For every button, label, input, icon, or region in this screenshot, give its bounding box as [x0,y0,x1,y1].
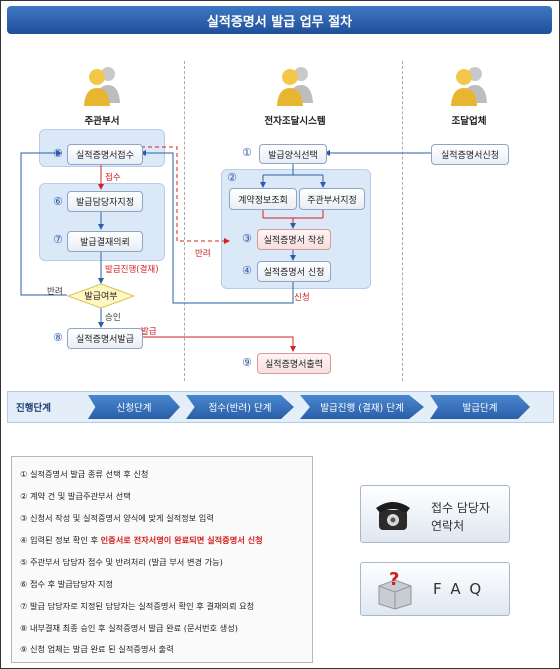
telephone-icon [376,502,410,530]
step-number: ⑤ [53,147,63,160]
actor-label: 전자조달시스템 [264,116,326,127]
step-item: ⑨ 신청 업체는 발급 완료 된 실적증명서 출력 [20,644,174,654]
people-icon [84,67,120,106]
stage-issue: 발급단계 [430,395,530,419]
step-item: ⑦ 발급 담당자로 지정된 담당자는 실적증명서 확인 후 결재의뢰 요청 [20,601,255,611]
faq-label: F A Q [433,580,484,598]
stage-apply: 신청단계 [88,395,180,419]
actor-company: 조달업체 [429,63,509,127]
contact-button[interactable]: 접수 담당자 연락처 [360,485,510,543]
question-box-icon: ? [378,569,412,610]
actor-dept: 주관부서 [62,63,142,127]
step-number: ④ [242,264,252,277]
stage-receive: 접수(반려) 단계 [186,395,294,419]
step-number: ⑨ [242,356,252,369]
step-number: ③ [242,232,252,245]
step-item: ④ 입력된 정보 확인 후 인증서로 전자서명이 완료되면 실적증명서 신청 [20,534,263,546]
faq-button[interactable]: ? F A Q [360,562,510,616]
people-icon [451,67,487,106]
actor-label: 조달업체 [451,116,487,127]
node-approval-request[interactable]: 발급결재의뢰 [67,231,143,252]
stage-title: 진행단계 [16,403,51,414]
step-item: ① 실적증명서 발급 종류 선택 후 신청 [20,469,149,479]
step-number: ⑦ [53,233,63,246]
node-submit[interactable]: 실적증명서 신청 [257,261,331,282]
step-text: ④ 입력된 정보 확인 후 [20,535,101,545]
stage-progress: 발급진행 (결재) 단계 [300,395,424,419]
step-number: ⑥ [53,195,63,208]
decision-diamond: 발급여부 [66,283,136,309]
svg-text:?: ? [389,569,399,590]
page-title: 실적증명서 발급 업무 절차 [7,6,552,34]
label-progress: 발급진행(결재) [105,265,159,275]
node-assign[interactable]: 발급담당자지정 [67,191,143,212]
lane-divider [184,61,185,381]
label-reject-dashed: 반려 [195,249,211,259]
node-select-form[interactable]: 발급양식선택 [259,144,327,164]
label-issue: 발급 [141,327,157,337]
step-item: ⑥ 접수 후 발급담당자 지정 [20,579,114,589]
actor-system: 전자조달시스템 [255,63,335,127]
node-contract-lookup[interactable]: 계약정보조회 [229,188,297,210]
label-reject: 반려 [47,287,63,297]
step-number: ② [227,171,237,184]
step-number: ⑧ [53,331,63,344]
stage-bar: 진행단계 신청단계 접수(반려) 단계 발급진행 (결재) 단계 발급단계 [7,391,554,423]
contact-line2: 연락처 [431,519,465,533]
actor-label: 주관부서 [84,116,120,127]
lane-divider [402,61,403,381]
node-write[interactable]: 실적증명서 작성 [257,229,331,250]
node-issue[interactable]: 실적증명서발급 [67,328,143,349]
node-receive[interactable]: 실적증명서접수 [67,144,143,165]
label-apply: 신청 [294,293,310,303]
contact-line1: 접수 담당자 [431,501,491,515]
diamond-shape [66,283,136,309]
step-item: ⑤ 주관부서 담당자 접수 및 반려처리 (발급 부서 변경 가능) [20,557,223,567]
step-number: ① [242,146,252,159]
label-approve: 승인 [105,313,121,323]
step-highlight: 인증서로 전자서명이 완료되면 실적증명서 신청 [100,535,263,545]
step-item: ⑧ 내부결재 최종 승인 후 실적증명서 발급 완료 (문서번호 생성) [20,623,238,633]
node-company-apply[interactable]: 실적증명서신청 [431,144,509,165]
step-item: ② 계약 건 및 발급주관부서 선택 [20,491,131,501]
step-item: ③ 신청서 작성 및 실적증명서 양식에 맞게 실적정보 입력 [20,513,214,523]
people-icon [277,67,313,106]
flow-arrows [20,146,431,352]
decision-label: 발급여부 [84,292,118,302]
steps-box: ① 실적증명서 발급 종류 선택 후 신청 ② 계약 건 및 발급주관부서 선택… [11,456,313,663]
node-dept-select[interactable]: 주관부서지정 [299,188,365,210]
label-receive: 접수 [105,173,121,183]
node-print[interactable]: 실적증명서출력 [257,353,331,374]
